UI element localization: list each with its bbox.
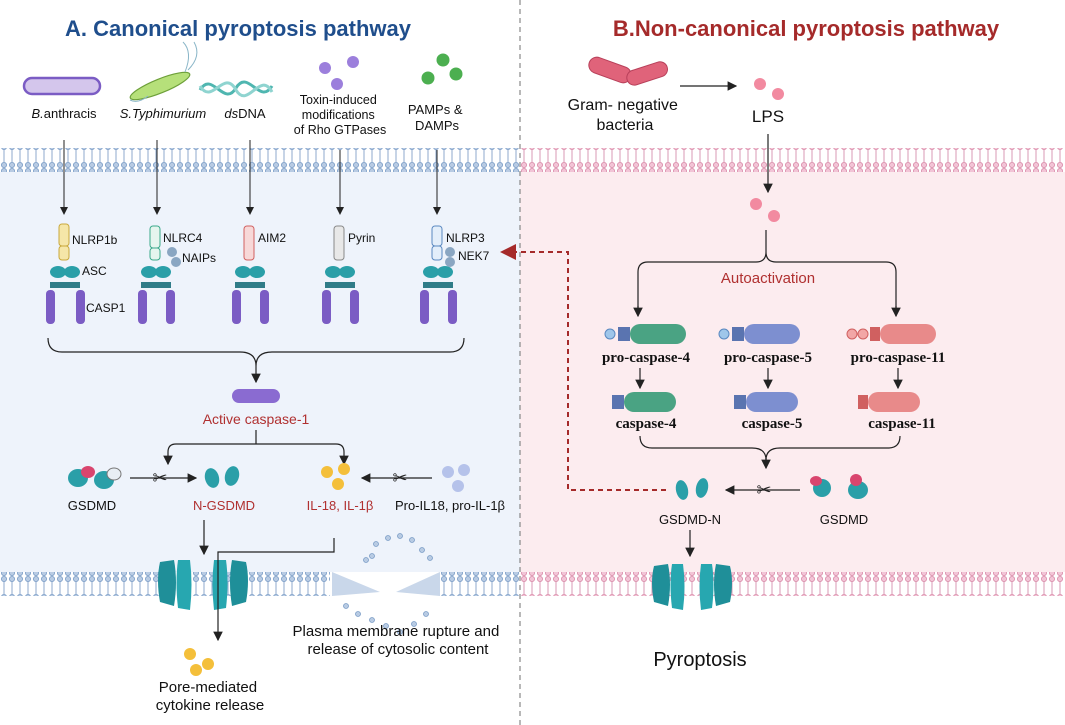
scissors-icon-a1: ✂: [152, 468, 167, 488]
label-casp1: CASP1: [86, 301, 126, 315]
pro-caspase-11-icon: [846, 324, 936, 344]
trigger-arrows: [60, 140, 441, 215]
trigger-label-pamps: PAMPs & DAMPs: [408, 102, 466, 133]
pro-caspase-5-icon: [718, 324, 800, 344]
pro-il-icon: [442, 464, 470, 492]
bacteria-label: Gram- negative bacteria: [568, 97, 683, 134]
label-nek7: NEK7: [458, 249, 490, 263]
aim2-inflammasome: [232, 225, 269, 324]
il-mature-label: IL-18, IL-1β: [307, 498, 374, 513]
toxin-molecules-icon: [319, 56, 359, 90]
membrane-bottom-b: [520, 572, 1065, 596]
nlrc4-inflammasome: [138, 225, 181, 324]
label-nlrc4: NLRC4: [163, 231, 203, 245]
label-aim2: AIM2: [258, 231, 286, 245]
pore-release-label: Pore-mediated cytokine release: [156, 679, 264, 714]
pro-caspase-4-icon: [604, 324, 686, 344]
caspase-11-label: caspase-11: [868, 416, 936, 432]
caspase-5-icon: [734, 392, 798, 412]
nlrp3-inflammasome: [420, 225, 457, 324]
ruptured-membrane-icon: [332, 533, 440, 635]
trigger-label-dsdna: dsDNA: [224, 106, 266, 121]
active-caspase-label: Active caspase-1: [203, 411, 310, 427]
trigger-label-anthracis: B.anthracis: [31, 106, 97, 121]
gsdmd-icon-a: [68, 466, 122, 489]
gram-negative-bacteria-icon: [588, 56, 668, 86]
gsdmd-icon-b: [810, 474, 868, 499]
caspase-4-icon: [612, 392, 676, 412]
pro-caspase-11-label: pro-caspase-11: [851, 350, 946, 366]
pro-il-label: Pro-IL18, pro-IL-1β: [395, 498, 505, 513]
salmonella-icon: [129, 41, 198, 102]
gsdmd-label-b: GSDMD: [820, 512, 868, 527]
scissors-icon-b: ✂: [756, 480, 771, 500]
label-naips: NAIPs: [182, 251, 216, 265]
label-pyrin: Pyrin: [348, 231, 375, 245]
caspase-5-label: caspase-5: [742, 416, 803, 432]
trigger-label-toxin: Toxin-induced modifications of Rho GTPas…: [294, 93, 386, 137]
bacillus-icon: [22, 76, 102, 96]
gsdmd-label-a: GSDMD: [68, 498, 116, 513]
dna-icon: [198, 80, 274, 98]
n-gsdmd-label: N-GSDMD: [193, 498, 255, 513]
panel-b-title: B.Non-canonical pyroptosis pathway: [613, 16, 1000, 41]
caspase-4-label: caspase-4: [616, 416, 677, 432]
gsdmd-pore-a: [158, 560, 248, 610]
label-asc: ASC: [82, 264, 107, 278]
caspase-11-icon: [858, 392, 920, 412]
nlrp3-feedback-arrow: [500, 244, 666, 491]
il-mature-icon: [321, 463, 350, 490]
panel-b-cytoplasm: [520, 172, 1065, 572]
label-nlrp1b: NLRP1b: [72, 233, 118, 247]
membrane-top-b: [520, 148, 1065, 172]
lps-icon: [754, 78, 784, 100]
scissors-icon-a2: ✂: [392, 468, 407, 488]
pamps-damps-icon: [421, 53, 463, 85]
active-caspase-icon: [232, 389, 280, 403]
panel-a-title: A. Canonical pyroptosis pathway: [65, 16, 412, 41]
pyrin-inflammasome: [322, 225, 359, 324]
rupture-label: Plasma membrane rupture and release of c…: [293, 623, 504, 658]
gsdmd-pore-b: [652, 564, 732, 610]
autoactivation-split: [637, 230, 897, 312]
autoactivation-label: Autoactivation: [721, 270, 815, 287]
lps-label: LPS: [752, 107, 784, 126]
intracellular-lps-icon: [750, 198, 780, 222]
pyroptosis-label: Pyroptosis: [653, 649, 746, 671]
n-gsdmd-icon: [204, 466, 240, 488]
cytokine-release-line: [213, 538, 335, 642]
released-cytokines-icon: [184, 648, 214, 676]
nlrp1b-inflammasome: [46, 223, 85, 324]
pro-caspase-5-label: pro-caspase-5: [724, 350, 812, 366]
pro-caspase-4-label: pro-caspase-4: [602, 350, 691, 366]
membrane-bottom-a-right: [440, 572, 520, 596]
procaspase-to-caspase-arrows: [635, 368, 903, 390]
gsdmd-n-label: GSDMD-N: [659, 512, 721, 527]
gsdmd-n-icon: [675, 478, 709, 500]
label-nlrp3: NLRP3: [446, 231, 485, 245]
membrane-top-a: [0, 148, 520, 172]
trigger-label-typhimurium: S.Typhimurium: [120, 106, 207, 121]
